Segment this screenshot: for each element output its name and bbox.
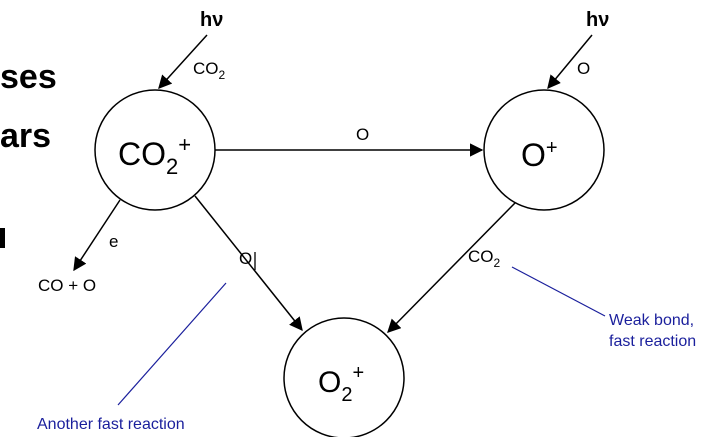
- recombination-product: CO + O: [38, 276, 96, 295]
- arrow-o-to-o2-label: CO2: [468, 247, 501, 270]
- another-fast-pointer: [117, 282, 227, 406]
- co2-ion-label: CO2+: [118, 132, 191, 179]
- weak-bond-pointer: [511, 266, 606, 317]
- photon-reactant-right: O: [577, 59, 590, 78]
- arrow-co2-to-o2: [194, 195, 303, 332]
- o-ion-node: [483, 89, 605, 211]
- o-ion-label: O+: [521, 137, 558, 173]
- o2-ion-label: O2+: [318, 362, 364, 406]
- arrow-recombination: [73, 199, 121, 272]
- weak-bond-line2: fast reaction: [609, 333, 696, 350]
- o2-ion-node: [283, 317, 405, 437]
- left-text-line1: ses: [0, 58, 57, 96]
- arrow-co2-to-o2-label: O: [239, 249, 252, 268]
- photon-arrow-right: [547, 34, 593, 90]
- another-fast-label: Another fast reaction: [37, 416, 185, 433]
- arrow-co2-to-o-label: O: [356, 125, 369, 144]
- recombination-label: e: [109, 232, 118, 251]
- photon-label-left: hν: [200, 9, 223, 31]
- left-text-line2: ars: [0, 117, 51, 155]
- left-text-fragment: [0, 228, 5, 248]
- photon-reactant-left: CO2: [193, 59, 226, 82]
- photon-arrow-left: [158, 34, 208, 90]
- arrow-o-to-o2: [387, 202, 516, 333]
- weak-bond-line1: Weak bond,: [609, 312, 694, 329]
- photon-label-right: hν: [586, 9, 609, 31]
